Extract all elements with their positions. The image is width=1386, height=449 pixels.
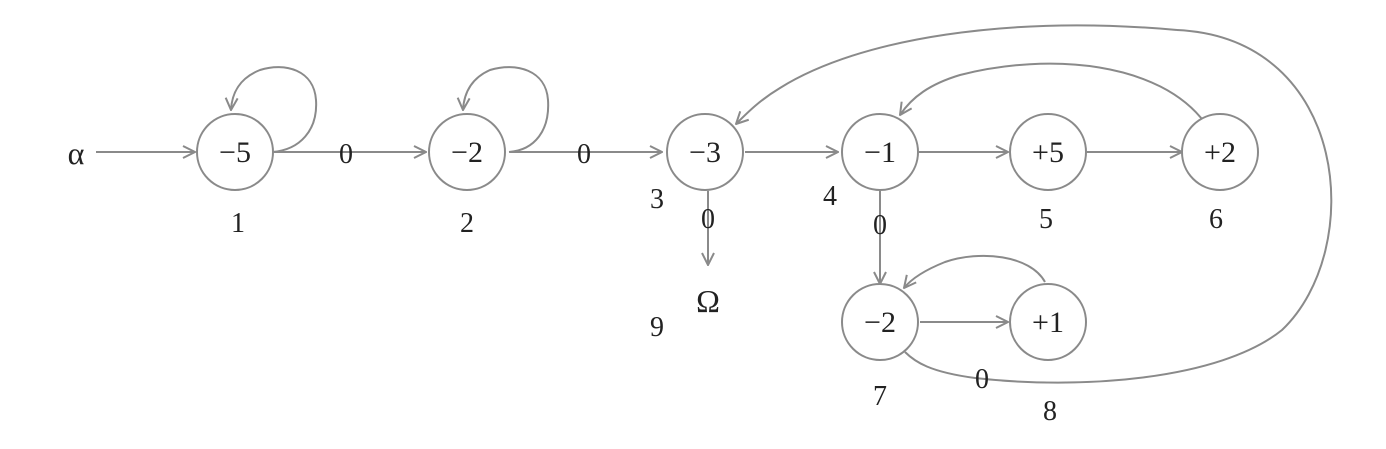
node-7-circle [841, 283, 919, 361]
edge-label-n2-n3: 0 [577, 139, 591, 170]
node-2-id: 2 [460, 208, 474, 239]
node-id-labels: 1 2 3 4 5 6 7 8 9 [231, 181, 1223, 427]
node-4-id: 4 [823, 181, 837, 212]
node-7-id: 7 [873, 381, 887, 412]
edge-n1-self-loop [231, 66, 318, 153]
end-symbol: Ω [696, 283, 720, 319]
node-8-circle [1009, 283, 1087, 361]
edge-label-n7-n3: 0 [975, 364, 989, 395]
start-symbol: α [68, 135, 85, 171]
node-6-circle [1181, 113, 1259, 191]
node-5: +5 [1009, 113, 1087, 191]
edge-n7-to-n3-long [736, 24, 1178, 124]
node-6: +2 [1181, 113, 1259, 191]
node-5-circle [1009, 113, 1087, 191]
node-7-value: −2 [864, 306, 896, 339]
edges [96, 24, 1333, 384]
node-6-value: +2 [1204, 136, 1236, 169]
node-3: −3 [666, 113, 744, 191]
node-1-id: 1 [231, 208, 245, 239]
end-node-id: 9 [650, 312, 664, 343]
edge-n6-to-n3 [904, 29, 1333, 384]
node-8: +1 [1009, 283, 1087, 361]
edge-n6-to-n4 [900, 62, 1206, 124]
edge-labels: 0 0 0 0 0 [339, 139, 989, 395]
node-8-id: 8 [1043, 396, 1057, 427]
node-5-value: +5 [1032, 136, 1064, 169]
node-4-circle [841, 113, 919, 191]
node-4: −1 [841, 113, 919, 191]
edge-label-n1-n2: 0 [339, 139, 353, 170]
node-3-circle [666, 113, 744, 191]
node-8-value: +1 [1032, 306, 1064, 339]
edge-n8-to-n7 [904, 254, 1046, 288]
node-7: −2 [841, 283, 919, 361]
node-6-id: 6 [1209, 204, 1223, 235]
node-1-value: −5 [219, 136, 251, 169]
node-1: −5 [196, 113, 274, 191]
node-5-id: 5 [1039, 204, 1053, 235]
node-2-circle [428, 113, 506, 191]
node-4-value: −1 [864, 136, 896, 169]
node-2-value: −2 [451, 136, 483, 169]
node-2: −2 [428, 113, 506, 191]
node-1-circle [196, 113, 274, 191]
node-3-value: −3 [689, 136, 721, 169]
edge-label-n4-n7: 0 [873, 210, 887, 241]
node-3-id: 3 [650, 184, 664, 215]
edge-label-n3-end: 0 [701, 204, 715, 235]
edge-n2-self-loop [463, 66, 550, 153]
